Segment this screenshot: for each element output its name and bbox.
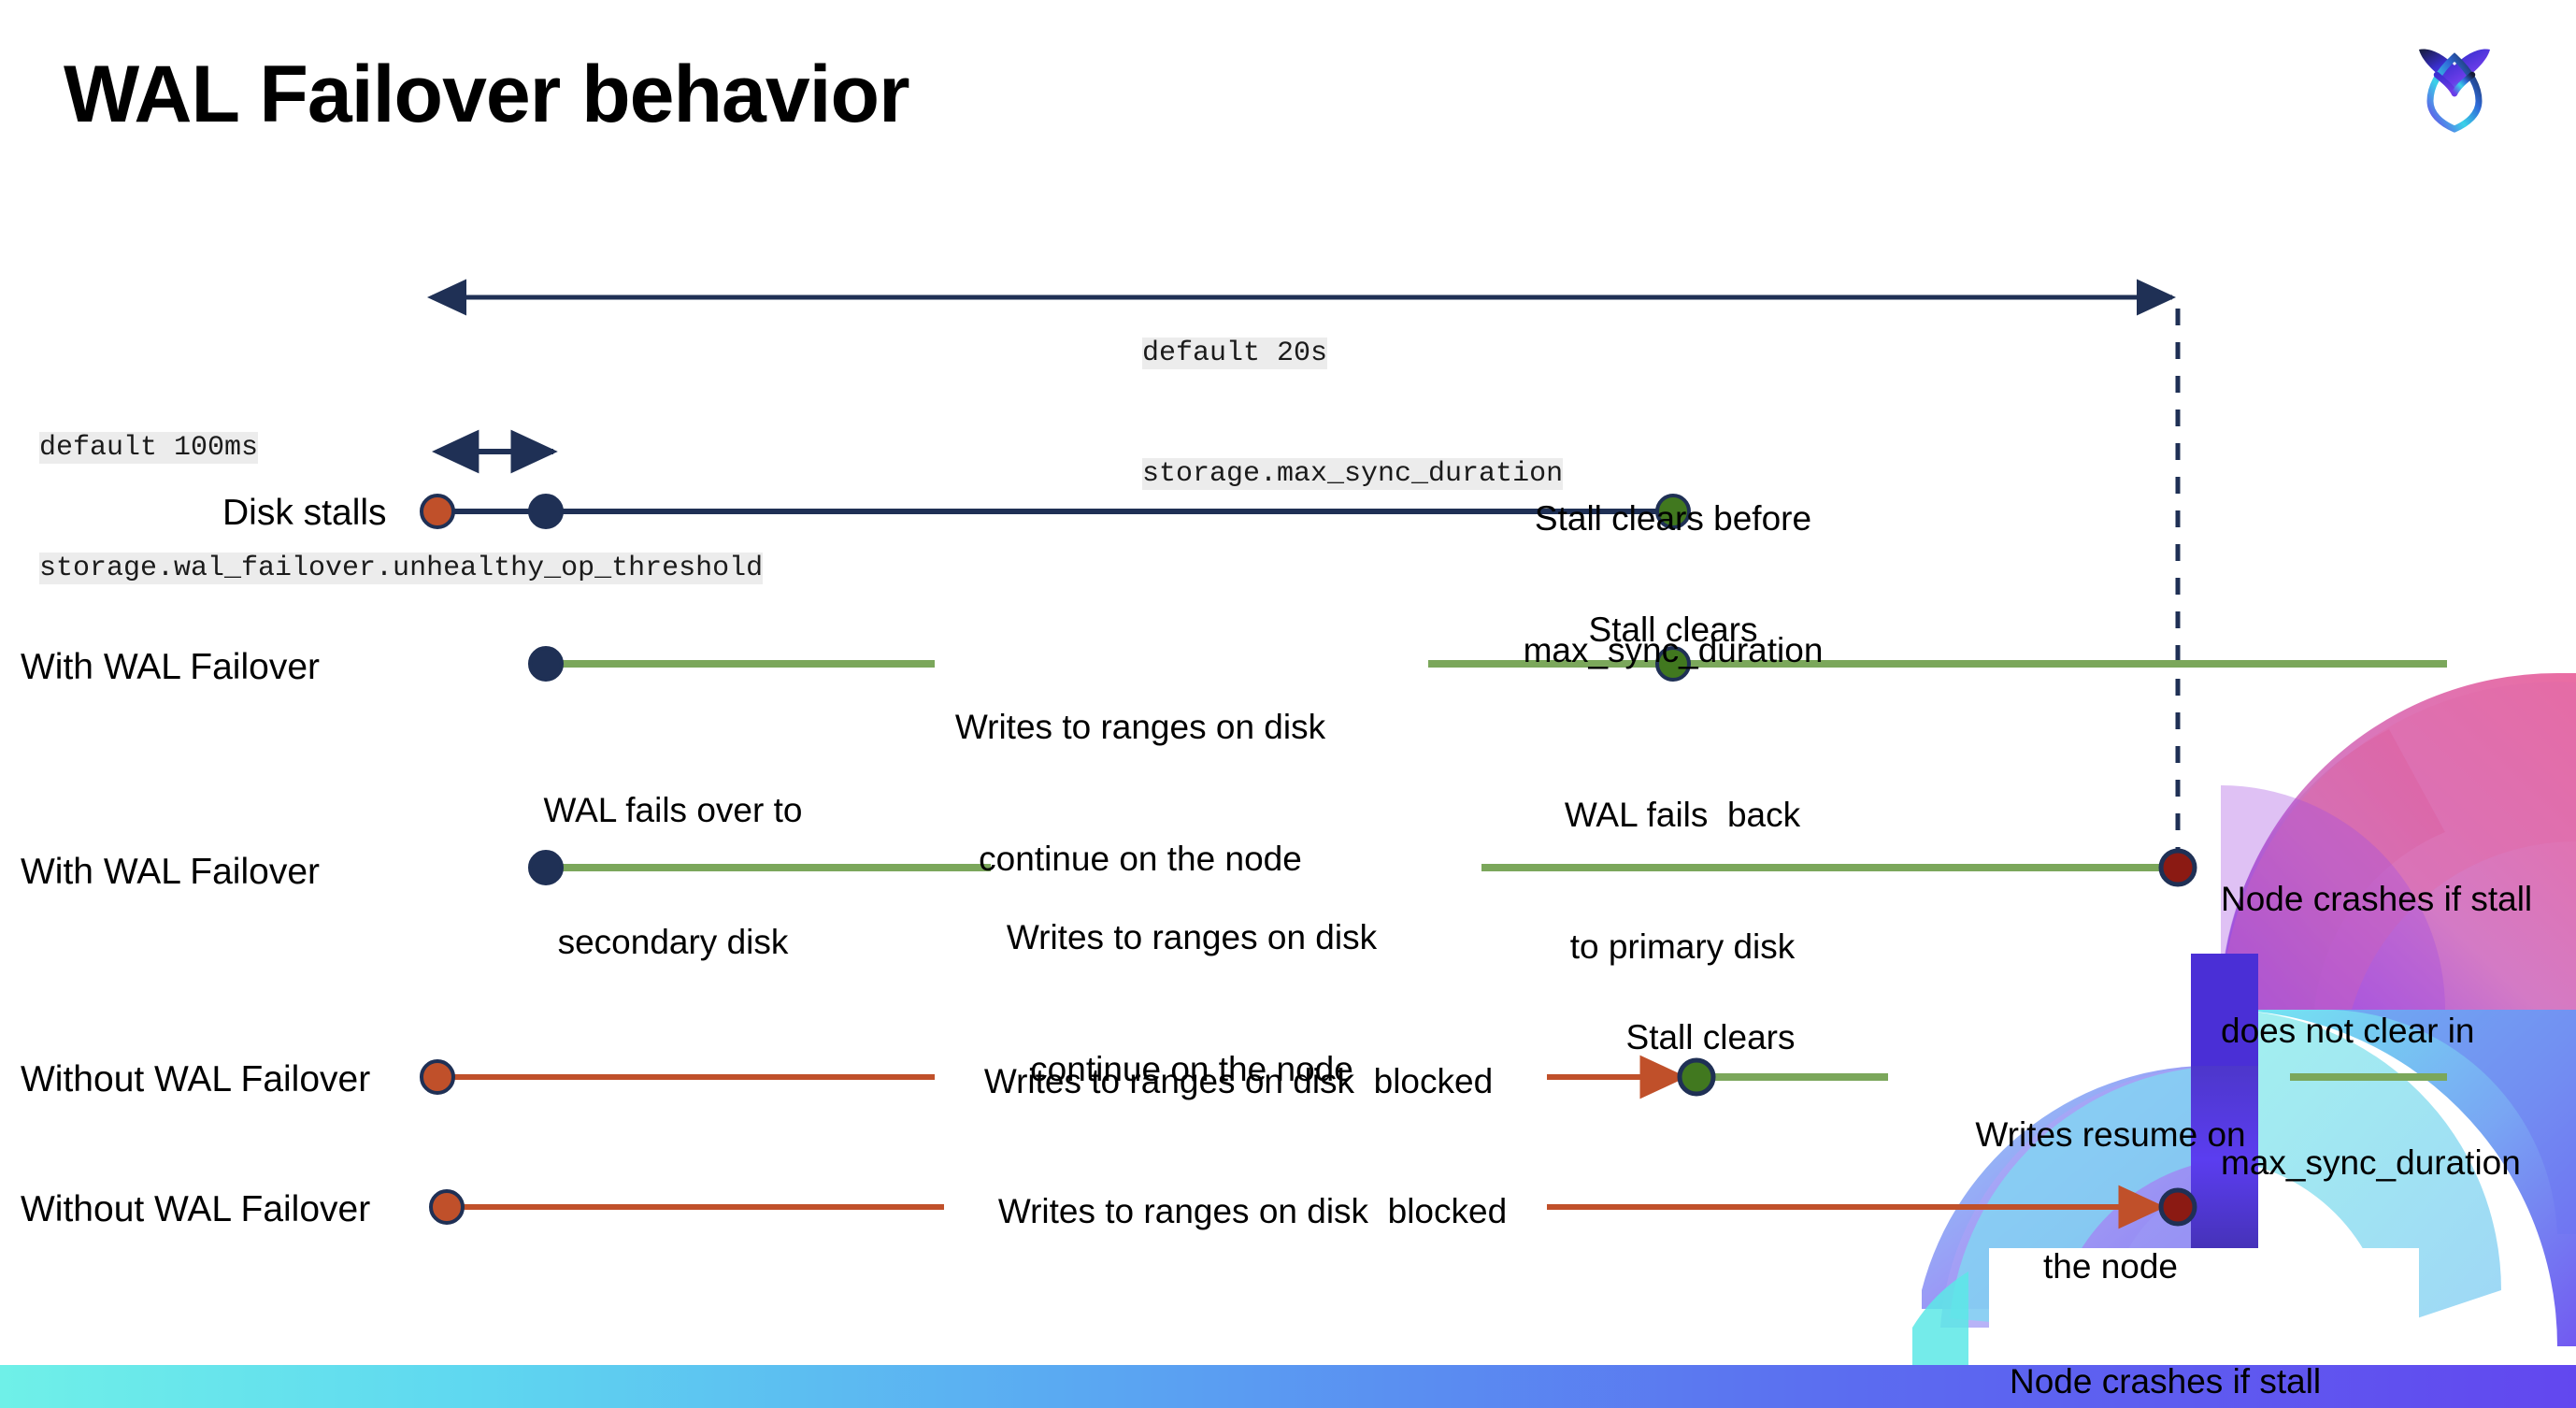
note-writes-continue-b: Writes to ranges on disk continue on the… [986,827,1397,1179]
note-wal-fails-back: WAL fails back to primary disk [1496,705,1869,1056]
note-stall-clears-c: Stall clears [1625,1018,1796,1056]
row-without-failover-clears-track [420,1055,2447,1099]
note-node-crashes-b: Node crashes if stall does not clear in … [2221,789,2576,1272]
row-disk-stalls-track [420,494,1691,529]
note-line-1: Writes to ranges on disk [954,708,1326,746]
marker-threshold-hit [528,494,564,529]
note-stall-clears-a: Stall clears [1588,611,1758,649]
note-line-2: continue on the node [1030,1050,1353,1088]
marker-node-crash [2158,848,2197,887]
marker-stall-clears [1677,1057,1716,1097]
unhealthy-op-setting-label: storage.wal_failover.unhealthy_op_thresh… [39,553,764,584]
row-label-disk-stalls: Disk stalls [222,493,387,533]
marker-wal-failover [528,850,564,885]
row-label-with-wal-failover-2: With WAL Failover [21,852,320,892]
bottom-gradient-bar [0,1365,2576,1408]
note-line-1: Node crashes if stall [2221,880,2533,918]
note-line-2: the node [2042,1247,2179,1286]
note-line-1: Node crashes if stall [2010,1362,2322,1401]
note-line-2: does not clear in [2221,1012,2475,1050]
note-writes-blocked-c: Writes to ranges on disk blocked [983,1062,1494,1100]
note-line-2: continue on the node [979,840,1302,878]
note-wal-fails-over: WAL fails over to secondary disk [467,700,879,1052]
note-line-3: max_sync_duration [2221,1143,2521,1182]
marker-stall-start [420,494,455,529]
row-label-without-wal-failover-1: Without WAL Failover [21,1059,371,1099]
caption-backdrop [1989,1248,2419,1365]
row-with-failover-crash-track [528,848,2197,887]
marker-stall-clears [1655,646,1691,682]
marker-stall-start [420,1059,455,1095]
note-writes-resume: Writes resume on the node [1924,1025,2297,1376]
unhealthy-op-threshold-annotation: default 100ms storage.wal_failover.unhea… [39,348,764,669]
note-line-2: to primary disk [1569,927,1796,966]
marker-stall-clears [1655,494,1691,529]
row-with-failover-clears-track [528,646,2447,682]
note-line-2: secondary disk [557,923,789,961]
note-line-2: max_sync_duration [1523,631,1824,669]
marker-wal-failover [528,646,564,682]
row-without-failover-crash-track [429,1185,2197,1229]
row-label-with-wal-failover-1: With WAL Failover [21,647,320,687]
max-sync-duration-annotation: default 20s storage.max_sync_duration [1142,253,1564,575]
max-sync-setting-label: storage.max_sync_duration [1142,458,1564,490]
note-line-1: Writes to ranges on disk [1006,918,1378,956]
note-stall-clears-before: Stall clears before max_sync_duration [1467,409,1879,760]
note-writes-continue-a: Writes to ranges on disk continue on the… [935,617,1346,969]
note-writes-blocked-d: Writes to ranges on disk blocked [997,1192,1508,1230]
row-label-without-wal-failover-2: Without WAL Failover [21,1189,371,1229]
page-title: WAL Failover behavior [64,50,910,139]
note-node-crashes-d: Node crashes if stall does not clear in … [2010,1272,2402,1408]
marker-stall-start [429,1189,465,1225]
note-line-1: Writes resume on [1975,1115,2246,1154]
max-sync-default-label: default 20s [1142,338,1328,369]
note-line-1: WAL fails back [1564,796,1801,834]
unhealthy-op-default-label: default 100ms [39,432,259,464]
note-line-1: WAL fails over to [543,791,803,829]
note-line-1: Stall clears before [1534,499,1812,538]
cockroachdb-logo-icon [2419,49,2490,133]
marker-node-crash [2158,1187,2197,1227]
